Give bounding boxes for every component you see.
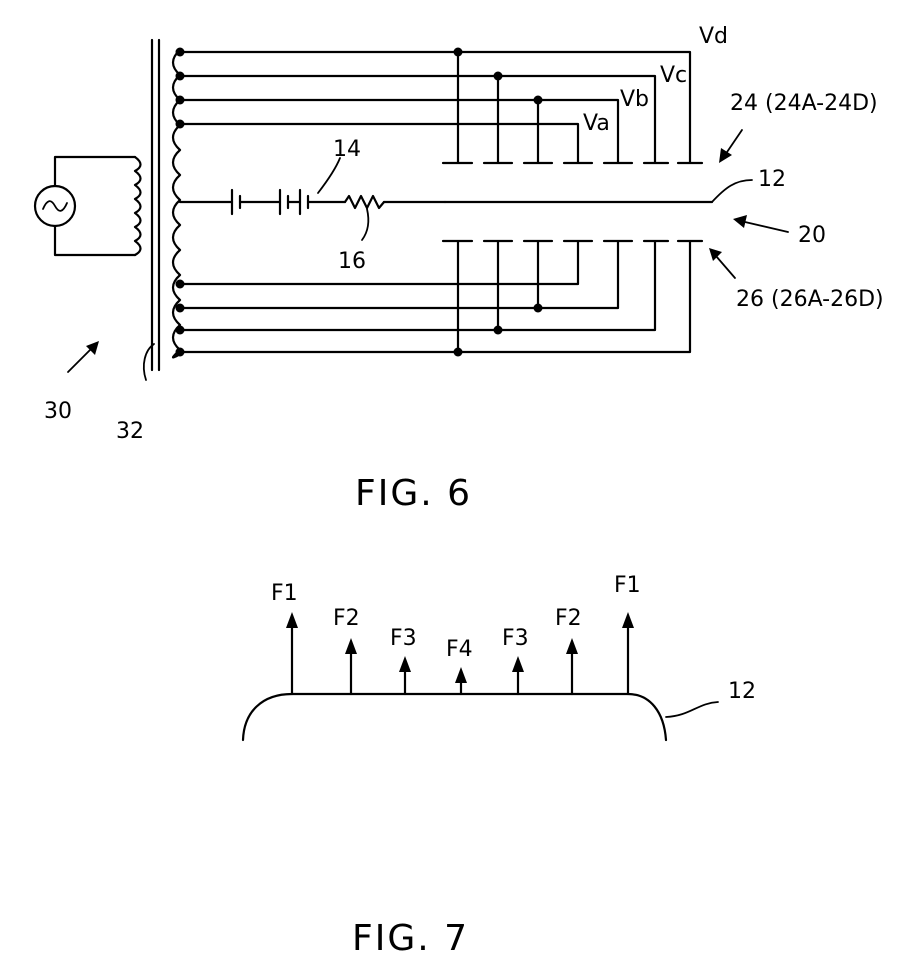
- force-label: F2: [555, 606, 582, 631]
- arrow-up-icon: [399, 656, 411, 672]
- fig6-diagram: Vd Vc Vb Va 24 (24A-24D) 12 20 26 (26A-2…: [33, 24, 884, 514]
- force-label: F3: [502, 626, 529, 651]
- arrow-up-icon: [566, 638, 578, 654]
- arrow-up-icon: [622, 612, 634, 628]
- force-label: F1: [271, 581, 298, 606]
- force-label: F2: [333, 606, 360, 631]
- label-gap: 20: [798, 223, 826, 248]
- caption-fig7: FIG. 7: [352, 918, 469, 959]
- label-bottom-electrodes: 26 (26A-26D): [736, 287, 884, 312]
- sample-body: [241, 692, 668, 742]
- arrow-up-icon: [455, 667, 467, 683]
- leader-lines: [67, 129, 789, 381]
- label-top-electrodes: 24 (24A-24D): [730, 91, 878, 116]
- arrow-up-icon: [345, 638, 357, 654]
- upper-tap-wires: [178, 47, 692, 164]
- primary-coil: [133, 155, 142, 257]
- force-arrows: [286, 612, 634, 696]
- label-power-supply: 30: [44, 399, 72, 424]
- arrow-up-icon: [512, 656, 524, 672]
- label-sample: 12: [758, 167, 786, 192]
- transformer-core: [150, 38, 161, 372]
- force-label: F1: [614, 573, 641, 598]
- ac-source: [33, 155, 137, 257]
- center-circuit: [178, 188, 447, 216]
- label-battery: 14: [333, 137, 361, 162]
- label-transformer: 32: [116, 419, 144, 444]
- lower-tap-wires: [178, 240, 692, 357]
- label-sample-fig7: 12: [728, 679, 756, 704]
- resistor-icon: [343, 194, 386, 210]
- arrow-up-icon: [286, 612, 298, 628]
- label-vb: Vb: [620, 87, 649, 112]
- sine-icon: [42, 200, 68, 212]
- force-label: F3: [390, 626, 417, 651]
- force-label: F4: [446, 637, 473, 662]
- leader-sample: [665, 701, 719, 718]
- fig7-diagram: F1 F2 F3 F4 F3 F2 F1 12 FIG. 7: [241, 573, 756, 959]
- label-va: Va: [583, 111, 610, 136]
- label-vd: Vd: [699, 24, 728, 49]
- caption-fig6: FIG. 6: [355, 473, 472, 514]
- label-resistor: 16: [338, 249, 366, 274]
- label-vc: Vc: [660, 63, 687, 88]
